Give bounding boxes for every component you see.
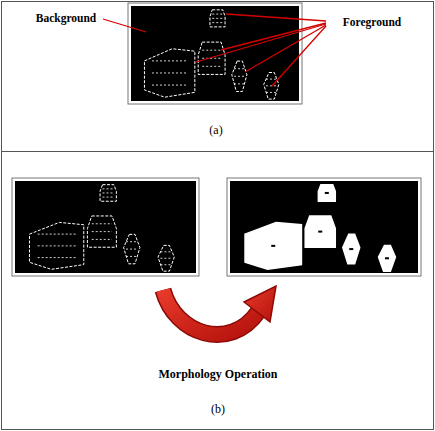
region-label: Foreground (343, 16, 401, 29)
panel-label: (b) (211, 403, 225, 416)
panel-label: (a) (209, 124, 222, 137)
leader-line (245, 25, 326, 72)
binary-image (12, 178, 199, 276)
leader-line (226, 14, 326, 21)
panel-divider (2, 151, 434, 152)
binary-image (227, 178, 421, 276)
leader-lines (103, 14, 326, 86)
morphology-arrow (163, 286, 276, 335)
leader-line (221, 23, 326, 50)
operation-label: Morphology Operation (159, 368, 278, 381)
leader-line (196, 24, 326, 62)
leader-line (272, 26, 326, 86)
region-label: Background (36, 12, 97, 25)
leader-line (103, 19, 146, 32)
